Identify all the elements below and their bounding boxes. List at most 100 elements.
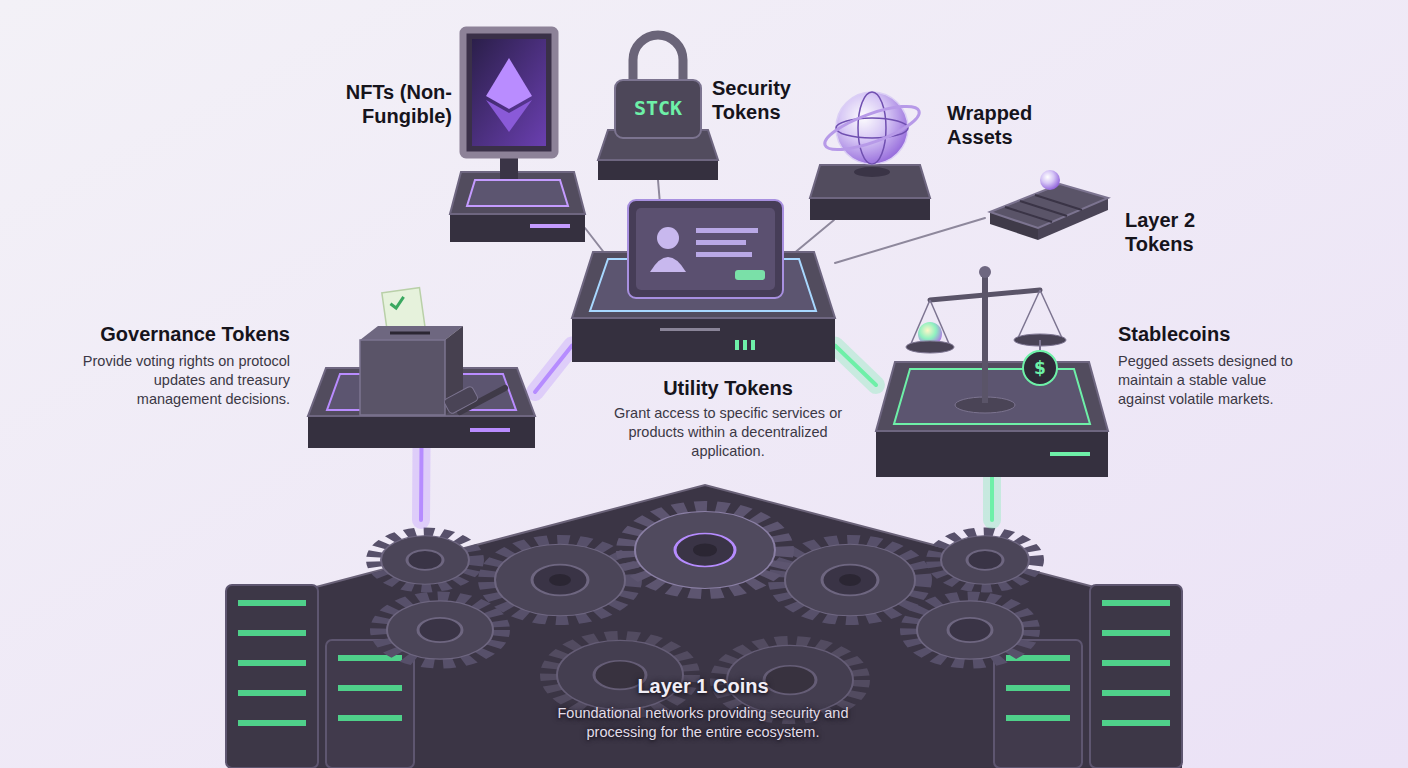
gear [948, 618, 992, 642]
nft-frame-icon [472, 39, 546, 146]
lock-icon [633, 35, 683, 82]
nft-frame-icon [463, 30, 555, 155]
stablecoin-platform [894, 369, 1090, 424]
coin-symbol: $ [1028, 357, 1052, 379]
ballot-box-icon [360, 340, 445, 415]
server-rack [1006, 715, 1070, 721]
utility-platform [572, 318, 835, 362]
gear [778, 540, 922, 619]
base-slab [228, 485, 1182, 768]
gear [785, 544, 915, 616]
scales-icon [930, 290, 1040, 300]
gear [381, 536, 469, 584]
gear [375, 533, 475, 588]
server-rack [1006, 685, 1070, 691]
gear [764, 666, 816, 695]
gear [495, 544, 625, 616]
stablecoin-platform [876, 362, 1108, 477]
ballot-box-icon [390, 297, 405, 309]
node-heading: Wrapped Assets [947, 101, 1062, 149]
nft-frame-icon [486, 100, 532, 132]
connector-wire [585, 228, 604, 252]
connector-wire [796, 220, 835, 252]
node-description: Grant access to specific services or pro… [603, 404, 853, 461]
server-rack [338, 715, 402, 721]
gear [941, 536, 1029, 584]
access-card-icon [628, 200, 783, 298]
lock-icon [615, 35, 701, 138]
access-card-icon [657, 227, 679, 249]
gear [910, 597, 1030, 663]
connector-beam [419, 448, 424, 520]
server-rack [1102, 690, 1170, 696]
gear [407, 550, 443, 570]
node-description: Foundational networks providing security… [538, 704, 868, 742]
nft-platform [530, 224, 570, 228]
access-card-icon [650, 257, 686, 272]
access-card-icon [696, 228, 758, 233]
utility-platform [660, 328, 720, 331]
sphere-icon [836, 118, 908, 138]
gear [532, 565, 588, 596]
stablecoin-platform [876, 362, 1108, 431]
access-card-icon [636, 208, 775, 290]
beam-glow [535, 346, 572, 393]
gear [387, 601, 493, 659]
server-rack [994, 640, 1082, 768]
gear [822, 565, 878, 596]
server-rack [1102, 660, 1170, 666]
governance-platform [308, 416, 535, 448]
nft-frame-icon [463, 30, 555, 179]
governance-platform [470, 428, 510, 432]
connector-beam [835, 346, 876, 386]
ballot-box-icon [360, 326, 463, 340]
token-node: Wrapped Assets [810, 165, 930, 220]
nft-frame-icon [486, 58, 532, 109]
token-node: Governance TokensProvide voting rights o… [308, 368, 535, 448]
sphere-icon [820, 92, 924, 177]
gear [839, 574, 861, 586]
nft-platform [450, 172, 585, 242]
gear [380, 597, 500, 663]
scales-icon [906, 341, 954, 353]
gear [627, 507, 783, 593]
gear [488, 540, 632, 619]
server-rack [238, 600, 306, 606]
utility-platform [743, 340, 747, 350]
ballot-box-icon [443, 385, 479, 414]
server-rack [238, 660, 306, 666]
gear [488, 540, 632, 619]
node-heading: Layer 1 Coins [538, 674, 868, 698]
node-heading: Security Tokens [712, 76, 827, 124]
nft-platform [450, 214, 585, 242]
base-slab [228, 485, 1182, 768]
sphere-icon [858, 92, 886, 164]
token-node: Layer 2 Tokens [985, 182, 1110, 242]
gear [635, 512, 775, 589]
gear [380, 597, 500, 663]
security-platform [598, 160, 718, 180]
sphere-icon [820, 98, 924, 159]
connector-wire [835, 218, 985, 263]
ballot-box-icon [390, 332, 430, 335]
gear [910, 597, 1030, 663]
node-heading: NFTs (Non-Fungible) [282, 80, 452, 128]
utility-platform [751, 340, 755, 350]
utility-platform [735, 340, 739, 350]
base-slab [228, 485, 1182, 610]
gear [693, 543, 717, 556]
sphere-icon [836, 92, 908, 164]
gear [917, 601, 1023, 659]
lock-icon [615, 80, 701, 138]
token-node: Layer 1 CoinsFoundational networks provi… [240, 520, 1170, 768]
server-rack [1102, 630, 1170, 636]
ballot-box-icon [360, 288, 505, 415]
stablecoin-platform [1050, 452, 1090, 456]
beam-glow [835, 346, 876, 386]
beam-glow [412, 448, 431, 520]
server-rack [326, 640, 414, 768]
gear [375, 533, 475, 588]
node-heading: Utility Tokens [603, 376, 853, 400]
token-node: Utility TokensGrant access to specific s… [572, 252, 835, 362]
